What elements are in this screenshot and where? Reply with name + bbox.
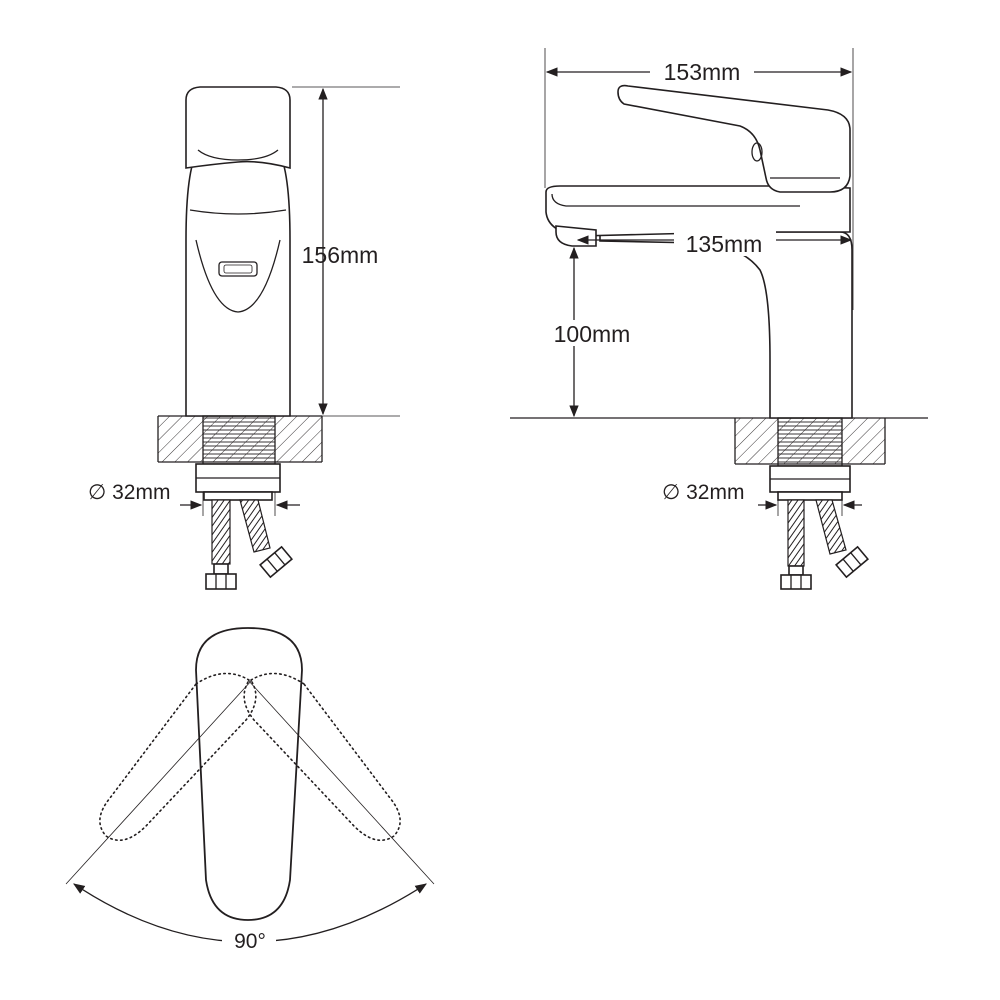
lever-rotated-right-outline <box>243 672 401 842</box>
rotation-angle-label: 90° <box>234 930 266 953</box>
front-faucet-lever <box>185 86 291 170</box>
rotation-limit-right <box>247 679 435 885</box>
side-view: 153mm 135mm 100mm ∅ 32mm <box>510 48 928 590</box>
side-diameter-label: ∅ 32mm <box>662 481 744 504</box>
side-aerator <box>555 225 597 247</box>
lever-rotated-left-outline <box>99 672 257 842</box>
side-lever <box>617 84 851 193</box>
front-height-label: 156mm <box>302 242 379 268</box>
front-supply-hose-left <box>211 499 231 565</box>
front-threaded-shank <box>202 415 276 465</box>
front-hose-nut-right <box>259 545 293 579</box>
front-aerator-slot <box>218 261 258 277</box>
side-supply-hose-left <box>787 499 805 567</box>
side-hose-nut-right <box>835 545 869 579</box>
front-height-dimension <box>292 86 400 417</box>
front-faucet-body <box>185 149 291 417</box>
lever-top-outline <box>195 627 303 921</box>
top-view: 90° <box>65 627 435 953</box>
side-hose-nut-left <box>780 574 812 590</box>
front-supply-hose-right <box>239 499 271 553</box>
side-threaded-shank <box>777 417 843 467</box>
side-spout-height-label: 100mm <box>554 321 631 347</box>
front-view: 156mm ∅ 32mm <box>88 86 400 590</box>
front-diameter-label: ∅ 32mm <box>88 481 170 504</box>
front-diameter-dimension <box>180 492 300 516</box>
side-supply-hose-right <box>815 499 847 555</box>
side-diameter-dimension <box>758 492 862 516</box>
side-reach-label: 135mm <box>686 231 763 257</box>
side-spout <box>545 185 851 237</box>
rotation-limit-left <box>65 679 253 885</box>
side-width-label: 153mm <box>664 59 741 85</box>
front-hose-nut-left <box>205 573 237 590</box>
